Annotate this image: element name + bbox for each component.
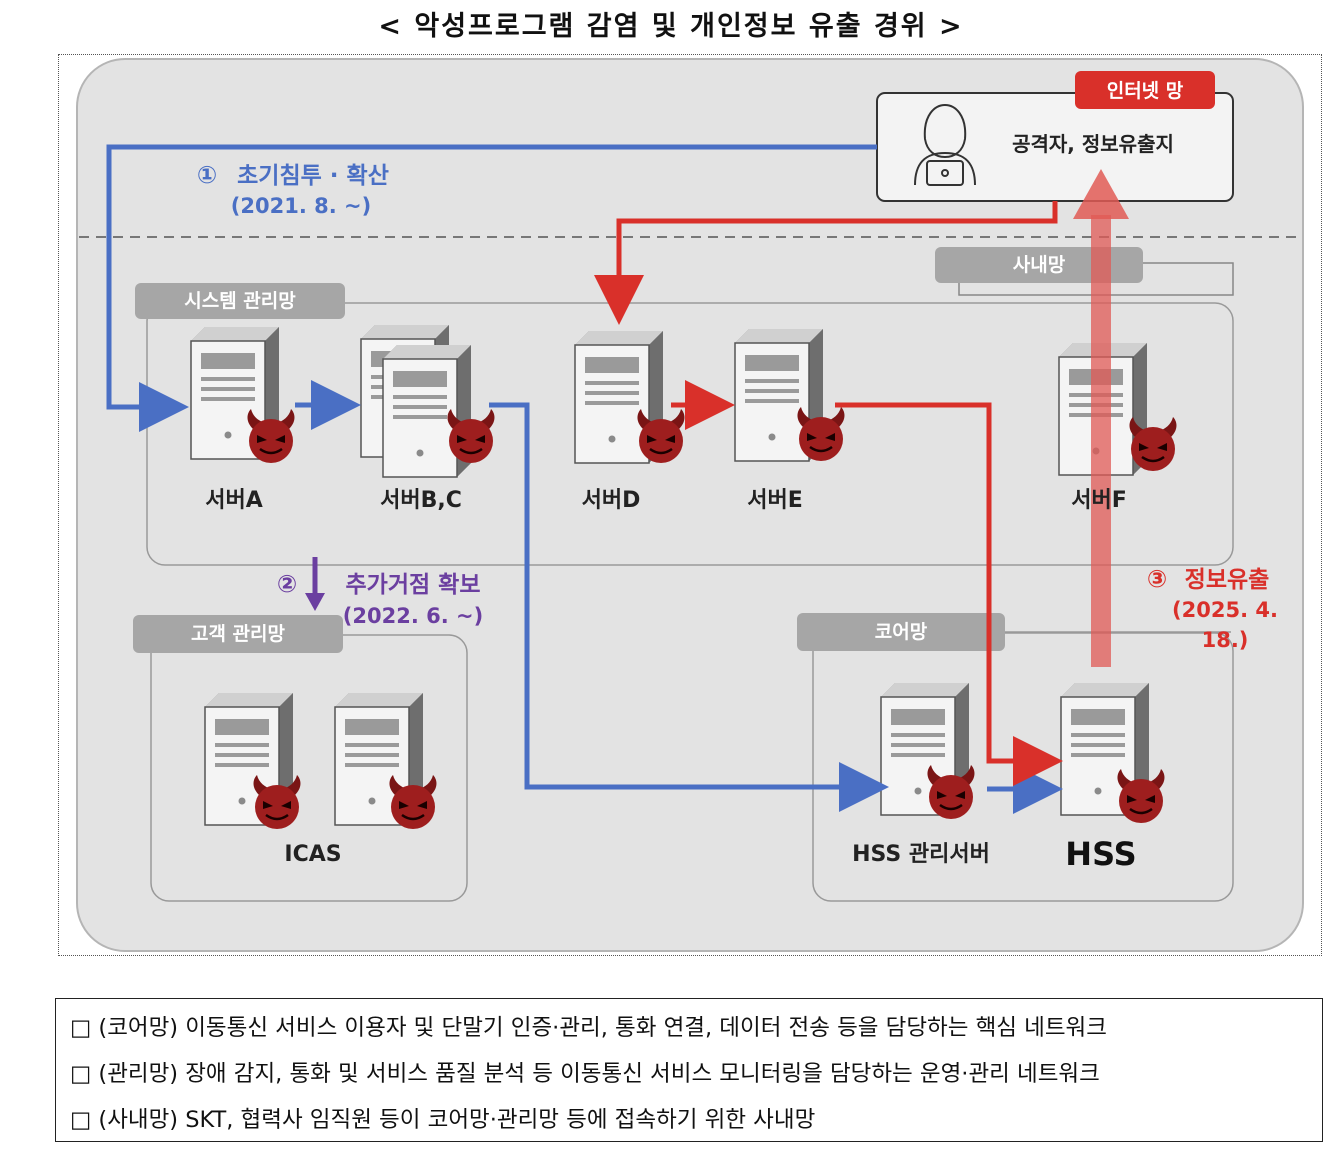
server-a-label: 서버A (205, 488, 263, 513)
core-tab-label: 코어망 (875, 621, 928, 643)
step2-number: ② (277, 570, 297, 598)
intranet-bracket (958, 262, 1234, 296)
diagram-frame: 인터넷 망 공격자, 정보유출지 사내망 시스템 관리망 고객 관리망 코어망 … (58, 54, 1322, 956)
server-e-label: 서버E (747, 488, 803, 513)
step1-date: (2021. 8. ~) (231, 194, 371, 218)
blue-path-bc-to-hssmgmt (489, 402, 889, 812)
legend-mgmt-network: □ (관리망) 장애 감지, 통화 및 서비스 품질 분석 등 이동통신 서비스… (70, 1061, 1100, 1087)
server-f-label: 서버F (1071, 488, 1127, 513)
blue-path-initial (106, 144, 877, 432)
legend-core-network: □ (코어망) 이동통신 서비스 이용자 및 단말기 인증·관리, 통화 연결,… (70, 1015, 1107, 1041)
intranet-tab-label: 사내망 (1013, 254, 1066, 276)
hss-mgmt-label: HSS 관리서버 (852, 842, 990, 867)
system-mgmt-zone (146, 302, 1234, 566)
step3-number: ③ (1147, 565, 1167, 593)
customer-mgmt-tab-label: 고객 관리망 (191, 623, 286, 645)
system-mgmt-tab (135, 283, 345, 319)
red-path-e-to-hss (835, 402, 1063, 786)
exfil-arrow-shaft (1091, 215, 1111, 667)
legend-box: □ (코어망) 이동통신 서비스 이용자 및 단말기 인증·관리, 통화 연결,… (55, 998, 1323, 1142)
step2-date: (2022. 6. ~) (343, 604, 483, 628)
system-mgmt-tab-label: 시스템 관리망 (184, 290, 296, 312)
server-bc-label: 서버B,C (380, 488, 462, 513)
hss-label: HSS (1065, 835, 1136, 873)
internet-badge (1075, 71, 1215, 109)
customer-mgmt-tab (133, 615, 343, 653)
icas-label: ICAS (284, 842, 341, 867)
server-d-label: 서버D (582, 488, 641, 513)
exfil-arrow-head (1073, 169, 1129, 219)
purple-arrow-head (305, 593, 325, 611)
legend-intranet: □ (사내망) SKT, 협력사 임직원 등이 코어망·관리망 등에 접속하기 … (70, 1107, 816, 1133)
step3-date-line2: 18.) (1202, 628, 1249, 652)
internet-badge-label: 인터넷 망 (1107, 80, 1184, 102)
step1-label: 초기침투 · 확산 (237, 163, 389, 189)
page-title: < 악성프로그램 감염 및 개인정보 유출 경위 > (378, 11, 964, 42)
network-diagram: 인터넷 망 공격자, 정보유출지 사내망 시스템 관리망 고객 관리망 코어망 … (76, 58, 1304, 952)
core-tab (797, 613, 1005, 651)
step1-number: ① (197, 161, 217, 189)
red-path-attacker-to-d (594, 201, 1058, 325)
step3-date-line1: (2025. 4. (1172, 598, 1278, 622)
step3-label: 정보유출 (1185, 567, 1270, 593)
attacker-label: 공격자, 정보유출지 (1012, 132, 1174, 156)
step2-label: 추가거점 확보 (346, 572, 481, 598)
hacker-icon (914, 103, 976, 186)
core-zone (812, 632, 1234, 902)
